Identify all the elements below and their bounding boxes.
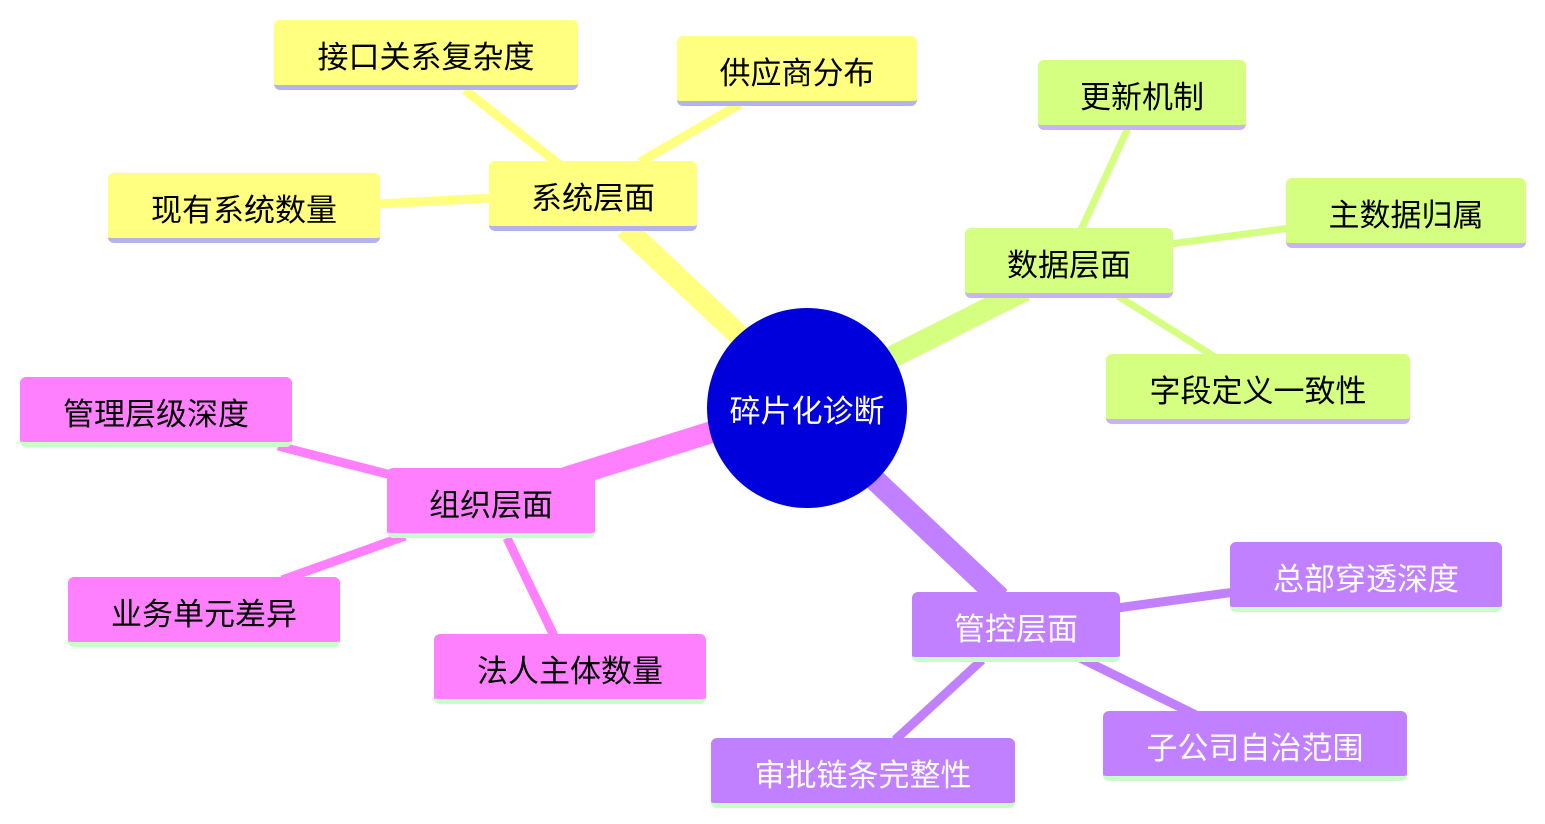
- root-node[interactable]: 碎片化诊断: [707, 308, 907, 508]
- link-system-vendor: [637, 100, 743, 166]
- branch-node-data[interactable]: 数据层面: [965, 228, 1173, 298]
- topic-master-data-ownership[interactable]: 主数据归属: [1286, 178, 1526, 248]
- link-org-legal: [502, 536, 561, 642]
- topic-system-count[interactable]: 现有系统数量: [108, 173, 380, 243]
- branch-node-system[interactable]: 系统层面: [489, 161, 697, 231]
- topic-approval-chain[interactable]: 审批链条完整性: [711, 738, 1015, 808]
- topic-legal-entity-count[interactable]: 法人主体数量: [434, 634, 706, 704]
- link-system-interface: [462, 86, 563, 169]
- branch-node-control[interactable]: 管控层面: [912, 592, 1120, 662]
- link-control-hq: [1116, 587, 1236, 613]
- topic-hq-penetration[interactable]: 总部穿透深度: [1230, 542, 1502, 612]
- link-control-approval: [891, 656, 986, 744]
- topic-vendor-distribution[interactable]: 供应商分布: [677, 36, 917, 106]
- topic-update-mechanism[interactable]: 更新机制: [1038, 60, 1246, 130]
- branch-node-org[interactable]: 组织层面: [387, 468, 595, 538]
- link-root-control: [867, 472, 1008, 606]
- topic-business-unit-diff[interactable]: 业务单元差异: [68, 577, 340, 647]
- topic-subsidiary-autonomy[interactable]: 子公司自治范围: [1103, 711, 1407, 781]
- topic-management-levels[interactable]: 管理层级深度: [20, 377, 292, 447]
- link-data-master: [1169, 224, 1291, 248]
- link-root-data: [885, 280, 1030, 368]
- link-org-bu: [280, 531, 407, 585]
- link-org-levels: [276, 441, 397, 481]
- topic-interface-complexity[interactable]: 接口关系复杂度: [274, 20, 578, 90]
- link-control-subsidiary: [1078, 653, 1200, 721]
- topic-field-definition[interactable]: 字段定义一致性: [1106, 354, 1410, 424]
- link-data-update: [1076, 126, 1132, 234]
- link-root-system: [617, 219, 750, 347]
- link-system-count: [377, 193, 493, 209]
- link-data-field: [1116, 293, 1217, 360]
